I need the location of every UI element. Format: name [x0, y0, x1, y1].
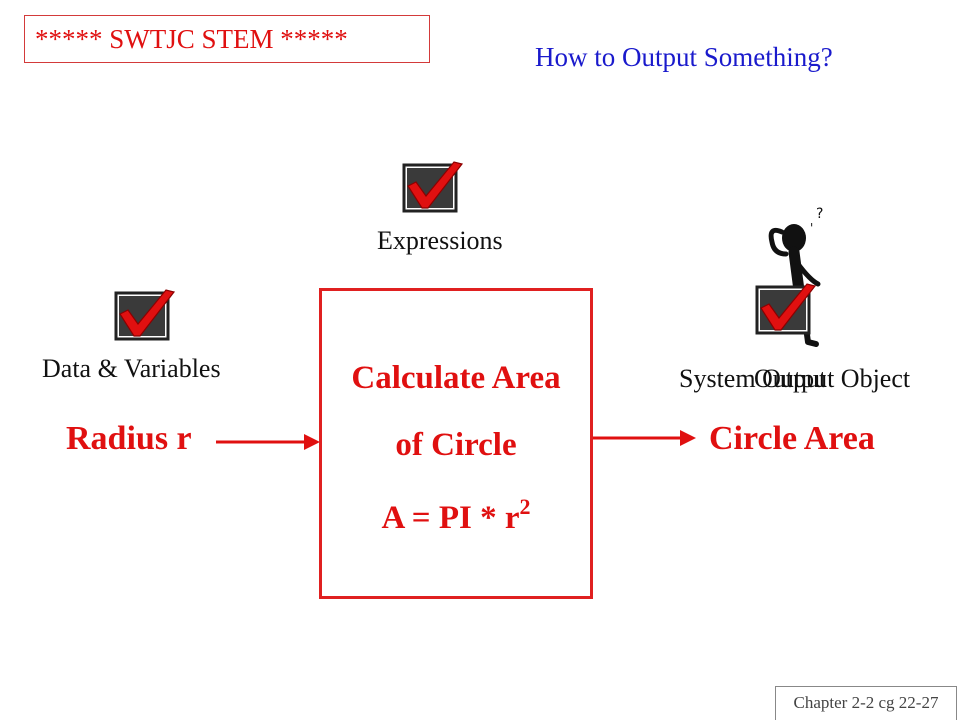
data-variables-label: Data & Variables — [42, 354, 221, 383]
input-radius-label: Radius r — [66, 420, 192, 457]
process-formula: A = PI * r2 — [319, 494, 593, 537]
svg-text:': ' — [810, 221, 813, 235]
process-line-2: of Circle — [395, 427, 517, 463]
process-box — [319, 288, 593, 599]
slide-subtitle: How to Output Something? — [535, 42, 833, 72]
formula-base: A = PI * r — [381, 500, 520, 536]
input-arrow-icon — [216, 430, 322, 454]
output-overlay-label: Output — [754, 364, 827, 393]
footer-chapter: Chapter 2-2 cg 22-27 — [775, 686, 957, 720]
data-check-icon — [114, 286, 178, 342]
output-circle-area-label: Circle Area — [709, 420, 875, 457]
process-line-1: Calculate Area — [351, 360, 561, 396]
header-title: ***** SWTJC STEM ***** — [24, 15, 430, 63]
output-check-icon — [755, 280, 819, 336]
expressions-label: Expressions — [377, 226, 503, 255]
formula-exponent: 2 — [519, 494, 531, 519]
expressions-check-icon — [402, 158, 466, 214]
output-arrow-icon — [590, 426, 698, 450]
system-output-object-label: System Output Object — [679, 364, 911, 393]
svg-text:?: ? — [816, 206, 823, 222]
